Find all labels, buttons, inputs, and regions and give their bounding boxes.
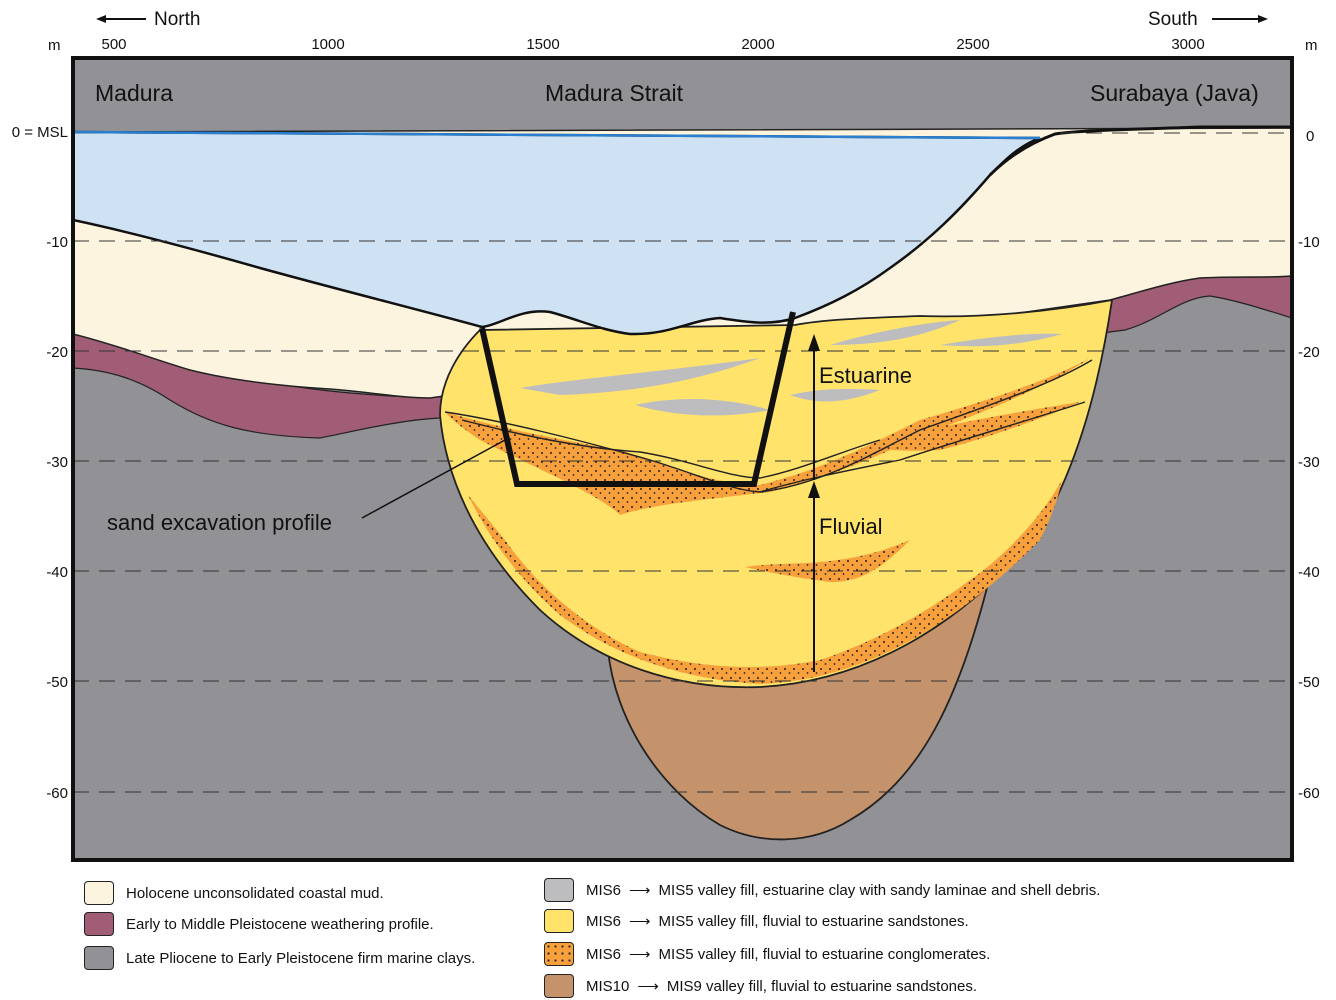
y-axis-right: 0 -10 -20 -30 -40 -50 -60 [1298, 128, 1320, 802]
legend-to: MIS5 valley fill, estuarine clay with sa… [658, 881, 1101, 899]
y-tick-left: -40 [46, 564, 68, 581]
section-body [73, 58, 1292, 860]
y-tick-left: -20 [46, 344, 68, 361]
legend-swatch [84, 912, 114, 936]
y-axis-left: 0 = MSL -10 -20 -30 -40 -50 -60 [12, 124, 68, 802]
section-frame [71, 56, 1294, 862]
legend-from: MIS6 [586, 881, 622, 899]
legend-from: MIS10 [586, 977, 630, 995]
north-label: North [154, 9, 200, 30]
y-tick-right: -20 [1298, 344, 1320, 361]
legend-label: Late Pliocene to Early Pleistocene firm … [126, 949, 476, 967]
legend-label: Early to Middle Pleistocene weathering p… [126, 915, 434, 933]
depth-gridlines [73, 132, 1292, 793]
south-label: South [1148, 9, 1198, 30]
conglomerate-base [468, 480, 1062, 684]
legend-swatch [544, 878, 574, 902]
y-tick-right: -50 [1298, 674, 1320, 691]
estuarine-clay-lenses [520, 320, 1062, 416]
y-tick-left: -10 [46, 234, 68, 251]
legend-swatch [544, 909, 574, 933]
place-madura: Madura [95, 80, 173, 106]
x-tick: 3000 [1171, 36, 1204, 53]
legend-item: Early to Middle Pleistocene weathering p… [84, 911, 434, 937]
arrow-icon: ⟶ [629, 882, 651, 899]
x-tick: 500 [101, 36, 126, 53]
legend-to: MIS5 valley fill, fluvial to estuarine s… [658, 912, 969, 930]
y-tick-right: -30 [1298, 454, 1320, 471]
estuarine-label: Estuarine [819, 363, 912, 388]
arrow-icon: ⟶ [629, 913, 651, 930]
y-tick-right: -60 [1298, 785, 1320, 802]
cross-section-diagram: North South m m 500 1000 1500 2000 2500 … [12, 9, 1320, 862]
legend-swatch [544, 974, 574, 998]
y-tick-left: 0 = MSL [12, 124, 68, 141]
legend-item: MIS6 ⟶ MIS5 valley fill, fluvial to estu… [544, 941, 990, 967]
unit-left: m [48, 37, 61, 54]
x-axis: 500 1000 1500 2000 2500 3000 [101, 36, 1204, 53]
excavation-pointer [361, 439, 506, 519]
x-tick: 1500 [526, 36, 559, 53]
legend-item: MIS6 ⟶ MIS5 valley fill, fluvial to estu… [544, 908, 969, 934]
legend-swatch [544, 942, 574, 966]
y-tick-right: -10 [1298, 234, 1320, 251]
x-tick: 1000 [311, 36, 344, 53]
sea-level-line [73, 130, 1041, 140]
legend-swatch [84, 881, 114, 905]
x-tick: 2000 [741, 36, 774, 53]
legend-from: MIS6 [586, 945, 622, 963]
legend-item: MIS6 ⟶ MIS5 valley fill, estuarine clay … [544, 877, 1100, 903]
y-tick-left: -30 [46, 454, 68, 471]
south-indicator: South [1148, 9, 1268, 30]
excavation-label: sand excavation profile [107, 510, 332, 535]
excavation-profile [479, 311, 796, 487]
x-tick: 2500 [956, 36, 989, 53]
place-madura-strait: Madura Strait [545, 80, 684, 106]
bedding-lines [444, 359, 1093, 493]
legend-item: Holocene unconsolidated coastal mud. [84, 880, 384, 906]
legend-from: MIS6 [586, 912, 622, 930]
legend-item: Late Pliocene to Early Pleistocene firm … [84, 945, 475, 971]
legend-item: MIS10 ⟶ MIS9 valley fill, fluvial to est… [544, 973, 977, 999]
legend-swatch [84, 946, 114, 970]
north-indicator: North [96, 9, 200, 30]
y-tick-left: -60 [46, 785, 68, 802]
fluvial-label: Fluvial [819, 514, 883, 539]
legend-to: MIS5 valley fill, fluvial to estuarine c… [658, 945, 991, 963]
place-surabaya: Surabaya (Java) [1090, 80, 1259, 106]
arrow-icon: ⟶ [629, 946, 651, 963]
sea [73, 130, 1041, 336]
arrow-icon: ⟶ [637, 978, 659, 995]
y-tick-right: -40 [1298, 564, 1320, 581]
y-tick-right: 0 [1306, 128, 1314, 145]
legend-to: MIS9 valley fill, fluvial to estuarine s… [666, 977, 978, 995]
unit-right: m [1305, 37, 1318, 54]
y-tick-left: -50 [46, 674, 68, 691]
legend-label: Holocene unconsolidated coastal mud. [126, 884, 384, 902]
